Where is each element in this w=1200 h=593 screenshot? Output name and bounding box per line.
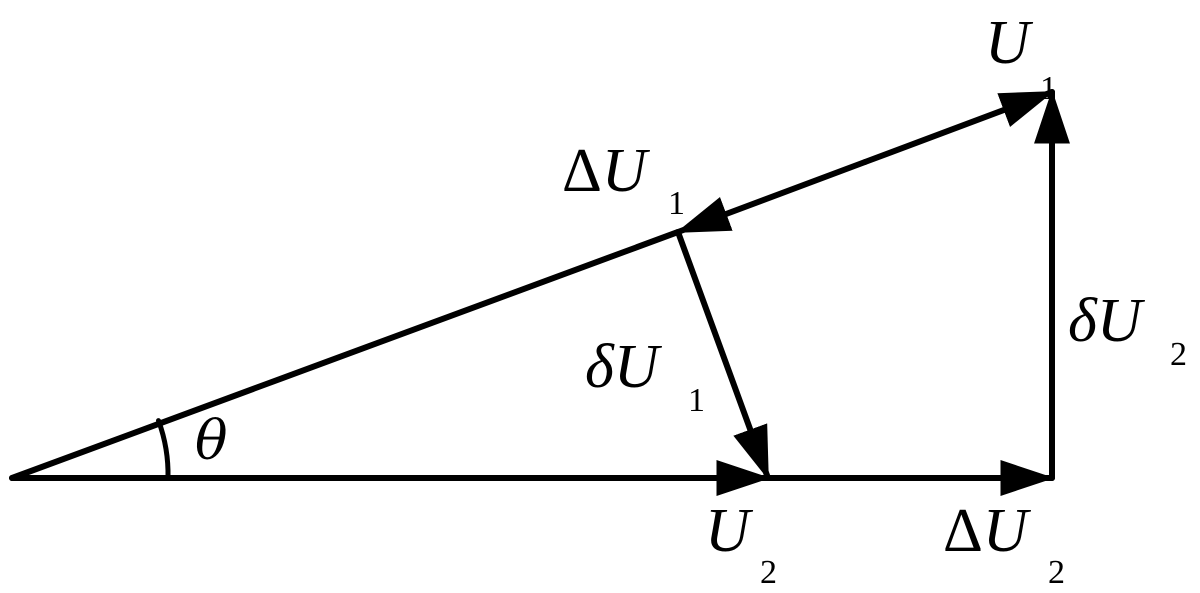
delta-small-u2-label: δU — [1068, 287, 1142, 355]
theta-angle-arc — [156, 418, 171, 481]
u1-subscript: 1 — [1040, 70, 1057, 107]
delta-small-u1-label: δU — [585, 333, 659, 401]
u2-subscript: 2 — [760, 554, 777, 591]
delta-u2-subscript: 2 — [1048, 554, 1065, 591]
delta-small-u1-subscript: 1 — [688, 382, 705, 419]
u1-label: U — [985, 9, 1030, 77]
delta-u1-subscript: 1 — [668, 185, 685, 222]
delta-u1-label: ΔU — [562, 137, 647, 205]
u1-hypotenuse-line — [9, 229, 681, 481]
u2-label: U — [705, 497, 750, 565]
delta-u1-vector — [675, 159, 868, 235]
delta-small-u1-vector — [675, 229, 771, 481]
delta-small-u2-subscript: 2 — [1170, 336, 1187, 373]
u1-arrow-segment — [862, 89, 1055, 165]
theta-label: θ — [195, 409, 228, 472]
delta-u2-label: ΔU — [943, 497, 1028, 565]
